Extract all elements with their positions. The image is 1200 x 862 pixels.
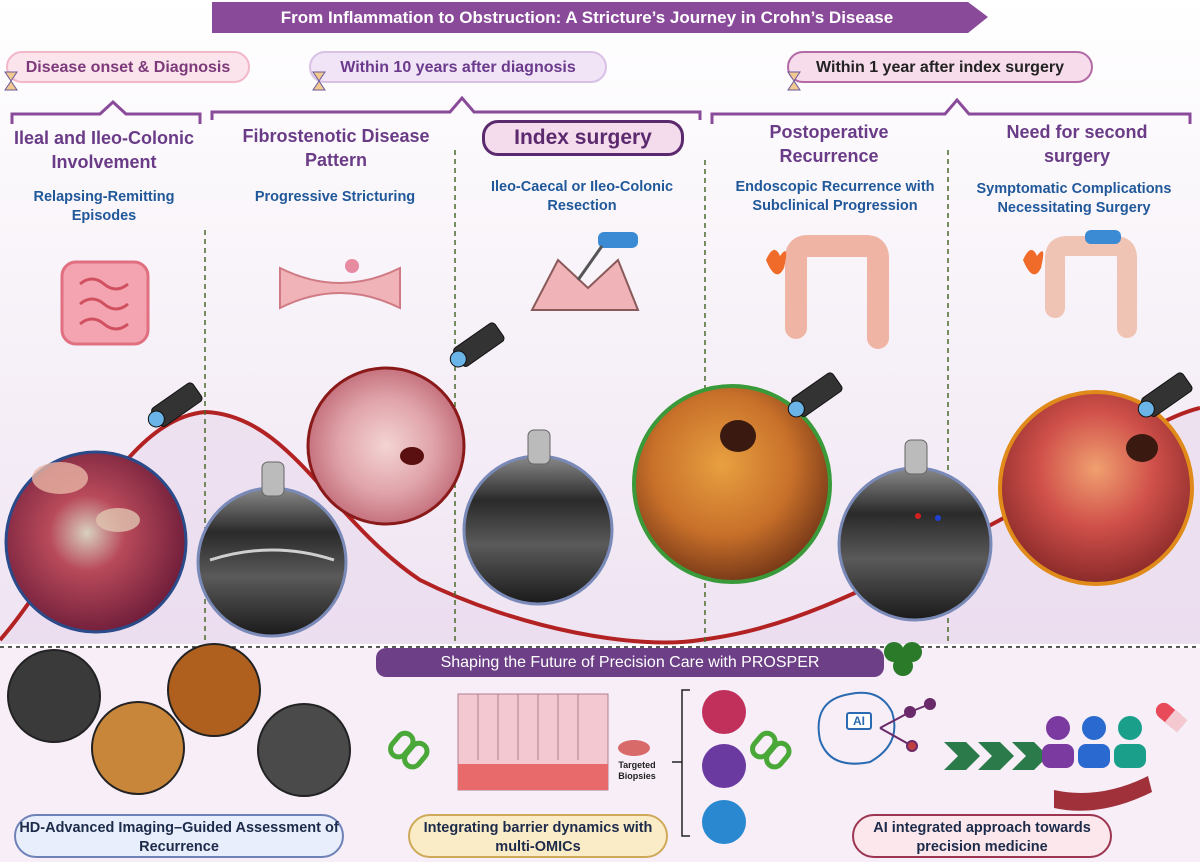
stricture-icon [279, 259, 401, 310]
ultrasound-probe-icon-1 [261, 461, 285, 497]
shamrock-icon [884, 642, 922, 676]
decision-tree-icon [879, 698, 936, 752]
column-subtitle-index-surgery: Ileo-Caecal or Ileo-Colonic Resection [490, 179, 674, 214]
ultrasound-image-fibro [196, 486, 348, 638]
chain-link-icon-2 [750, 730, 792, 770]
column-subtitle-onset: Relapsing-Remitting Episodes [33, 189, 175, 224]
endoscopy-image-second-surgery [998, 390, 1194, 586]
dna-omics-icon [702, 690, 746, 734]
column-title-postoperative: Postoperative Recurrence [769, 122, 889, 166]
period-pill-one-year: Within 1 year after index surgery [787, 51, 1093, 83]
endoscope-icon-3 [787, 372, 843, 418]
ultrasound-probe-icon-3 [904, 439, 928, 475]
pill-icon [1155, 702, 1188, 733]
resection-icon [530, 232, 640, 311]
page-title: From Inflammation to Obstruction: A Stri… [280, 8, 894, 27]
column-title-fibrostenotic: Fibrostenotic Disease Pattern [242, 126, 430, 170]
column-title-onset: Ileal and Ileo-Colonic Involvement [13, 128, 195, 172]
column-title-index-surgery: Index surgery [482, 120, 684, 156]
epithelium-illustration [457, 693, 650, 791]
endoscope-icon-2 [449, 322, 505, 368]
omics-bracket [672, 689, 690, 837]
targeted-biopsies-label: Targeted Biopsies [618, 760, 656, 781]
chain-link-icon-1 [388, 730, 430, 770]
imaging-assessment-box: HD-Advanced Imaging–Guided Assessment of… [14, 814, 344, 858]
column-subtitle-second-surgery: Symptomatic Complications Necessitating … [976, 181, 1172, 216]
hourglass-icon [312, 71, 326, 91]
ai-precision-box: AI integrated approach towards precision… [852, 814, 1112, 858]
hourglass-icon [787, 71, 801, 91]
endoscopy-image-stricture [306, 366, 466, 526]
column-subtitle-postoperative: Endoscopic Recurrence with Subclinical P… [735, 179, 935, 214]
column-title-second-surgery: Need for second surgery [1006, 122, 1148, 166]
column-subtitle-fibrostenotic: Progressive Stricturing [254, 189, 416, 205]
protein-omics-icon [702, 800, 746, 844]
ultrasound-probe-icon-2 [527, 429, 551, 465]
hourglass-icon [4, 71, 18, 91]
ultrasound-image-surgery [462, 454, 614, 606]
patients-icon [1042, 716, 1152, 811]
ai-chip-label: AI [846, 712, 872, 730]
barrier-omics-box: Integrating barrier dynamics with multi-… [408, 814, 668, 858]
chevron-arrows-icon [944, 742, 1048, 770]
prosper-banner: Shaping the Future of Precision Care wit… [376, 648, 884, 677]
intestine-icon [60, 260, 150, 346]
endoscope-icon-4 [1137, 372, 1193, 418]
ultrasound-image-recurrence [837, 466, 993, 622]
rna-omics-icon [702, 744, 746, 788]
endoscopy-image-postop [632, 384, 832, 584]
colon-icon-second [1023, 230, 1137, 338]
ai-brain-icon [817, 691, 896, 765]
period-pill-onset: Disease onset & Diagnosis [6, 51, 250, 83]
endoscope-icon-1 [147, 382, 203, 428]
period-pill-ten-years: Within 10 years after diagnosis [309, 51, 607, 83]
hd-imaging-thumbnails [7, 643, 351, 797]
endoscopy-image-onset [4, 450, 188, 634]
colon-icon-postop [766, 235, 889, 349]
